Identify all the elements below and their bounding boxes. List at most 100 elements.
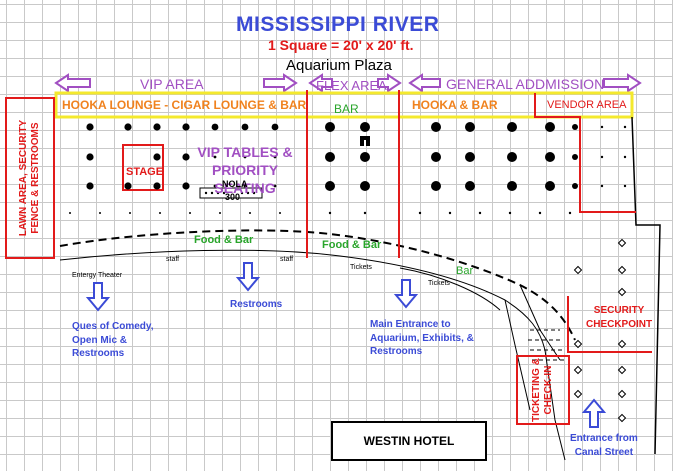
food-bar-label-1: Food & Bar (194, 234, 254, 246)
seating-dot (623, 125, 627, 129)
entrance-marker (617, 287, 627, 297)
entrance-marker (617, 238, 627, 248)
comedy-line-2: Open Mic & (72, 334, 128, 346)
lawn-area-zone (5, 97, 55, 259)
comedy-note: Ques of Comedy, Open Mic & Restrooms (72, 320, 154, 361)
hooka-lounge-strip (54, 91, 634, 119)
ticketing-label: TICKETING & CHECK-IN (531, 355, 555, 425)
seating-dot (465, 181, 475, 191)
stage-zone (122, 144, 164, 191)
lawn-line-1: LAWN AREA, SECURITY (18, 119, 29, 237)
main-entrance-down-arrow-icon (393, 279, 419, 309)
nola-label: NOLA (222, 179, 248, 189)
front-boundary-dashed (59, 229, 576, 341)
scale-legend: 1 Square = 20' x 20' ft. (268, 37, 414, 53)
seating-dot (572, 183, 578, 189)
flex-left-arrow-icon (308, 73, 333, 93)
entergy-theater-label: Entergy Theater (72, 272, 123, 279)
nola-300-label: 300 (225, 192, 241, 202)
aquarium-plaza-label: Aquarium Plaza (286, 57, 392, 74)
canal-line-2: Canal Street (574, 446, 634, 458)
tickets-label-2: Tickets (428, 280, 450, 287)
entrance-marker (617, 265, 627, 275)
seating-dot (273, 184, 277, 188)
seating-dot (572, 124, 578, 130)
seating-dot (363, 211, 367, 215)
seating-dot (418, 211, 422, 215)
security-checkpoint-zone (567, 296, 652, 353)
vip-right-arrow-icon (263, 73, 298, 93)
seating-dot (213, 184, 217, 188)
seating-dot (478, 211, 482, 215)
seating-dot (360, 181, 370, 191)
vendor-area-zone (534, 93, 636, 213)
ticketing-line-1: TICKETING & (531, 358, 542, 422)
front-boundary-inner (59, 249, 546, 351)
seating-dot (124, 182, 132, 190)
seating-dot (572, 154, 578, 160)
seating-dot (448, 211, 452, 215)
vip-tables-label: VIP TABLES & PRIORITY SEATING (197, 144, 293, 197)
security-checkpoint-label: SECURITY CHECKPOINT (586, 304, 652, 331)
entrance-marker (573, 339, 583, 349)
seating-dot (86, 153, 94, 161)
front-boundary-outer (399, 267, 566, 461)
seating-dot (545, 152, 555, 162)
bar-structure-icon (360, 136, 370, 146)
comedy-line-1: Ques of Comedy, (72, 321, 154, 332)
seating-dot (211, 123, 219, 131)
entrance-markers (573, 238, 627, 423)
ticketing-line-2: CHECK-IN (543, 365, 554, 415)
security-line-1: SECURITY (593, 305, 645, 316)
ga-left-arrow-icon (408, 73, 441, 93)
seating-dot (507, 122, 517, 132)
ga-right-arrow-icon (603, 73, 642, 93)
seating-dot (86, 182, 94, 190)
westin-hotel-label: WESTIN HOTEL (363, 434, 455, 448)
seating-dot (325, 122, 335, 132)
vendor-area-label: VENDOR AREA (547, 99, 627, 111)
seating-dot (465, 152, 475, 162)
seating-dot (360, 122, 370, 132)
seating-dot (129, 212, 131, 214)
seating-dot (273, 155, 277, 159)
seating-dot (124, 123, 132, 131)
lawn-area-label: LAWN AREA, SECURITY FENCE & RESTROOMS (18, 114, 42, 242)
seating-dot (507, 152, 517, 162)
restrooms-down-arrow-icon (235, 262, 261, 292)
stage-label: STAGE (126, 166, 164, 178)
seating-dot (279, 212, 281, 214)
seating-dot (243, 155, 247, 159)
seating-dot (465, 122, 475, 132)
seating-dot (600, 125, 604, 129)
main-line-2: Aquarium, Exhibits, & (370, 332, 474, 344)
hooka-lounge-label: HOOKA LOUNGE - CIGAR LOUNGE & BAR (62, 98, 307, 112)
seating-dot (538, 211, 542, 215)
lawn-line-2: FENCE & RESTROOMS (30, 122, 41, 234)
main-line-1: Main Entrance to (370, 319, 451, 330)
seating-dots (69, 122, 627, 215)
seating-dot (623, 155, 627, 159)
seating-dot (153, 123, 161, 131)
entrance-marker (617, 339, 627, 349)
canal-entrance-up-arrow-icon (581, 398, 607, 428)
tickets-label-1: Tickets (350, 264, 372, 271)
canal-entrance-note: Entrance from Canal Street (570, 432, 638, 459)
seating-dot (568, 211, 572, 215)
seating-dot (241, 123, 249, 131)
seating-dot (153, 182, 161, 190)
general-admission-label: GENERAL ADDMISSION (446, 76, 605, 92)
seating-dot (182, 182, 190, 190)
seating-dot (219, 212, 221, 214)
seating-dot (243, 184, 247, 188)
seating-dot (325, 152, 335, 162)
entrance-marker (617, 413, 627, 423)
entrance-marker (617, 389, 627, 399)
hooka-bar-label: HOOKA & BAR (412, 98, 498, 112)
bar-label: BAR (334, 102, 359, 116)
entrance-marker (617, 365, 627, 375)
flex-area-label: FLEX AREA (316, 78, 387, 93)
security-line-2: CHECKPOINT (586, 318, 653, 330)
entrance-marker (573, 389, 583, 399)
